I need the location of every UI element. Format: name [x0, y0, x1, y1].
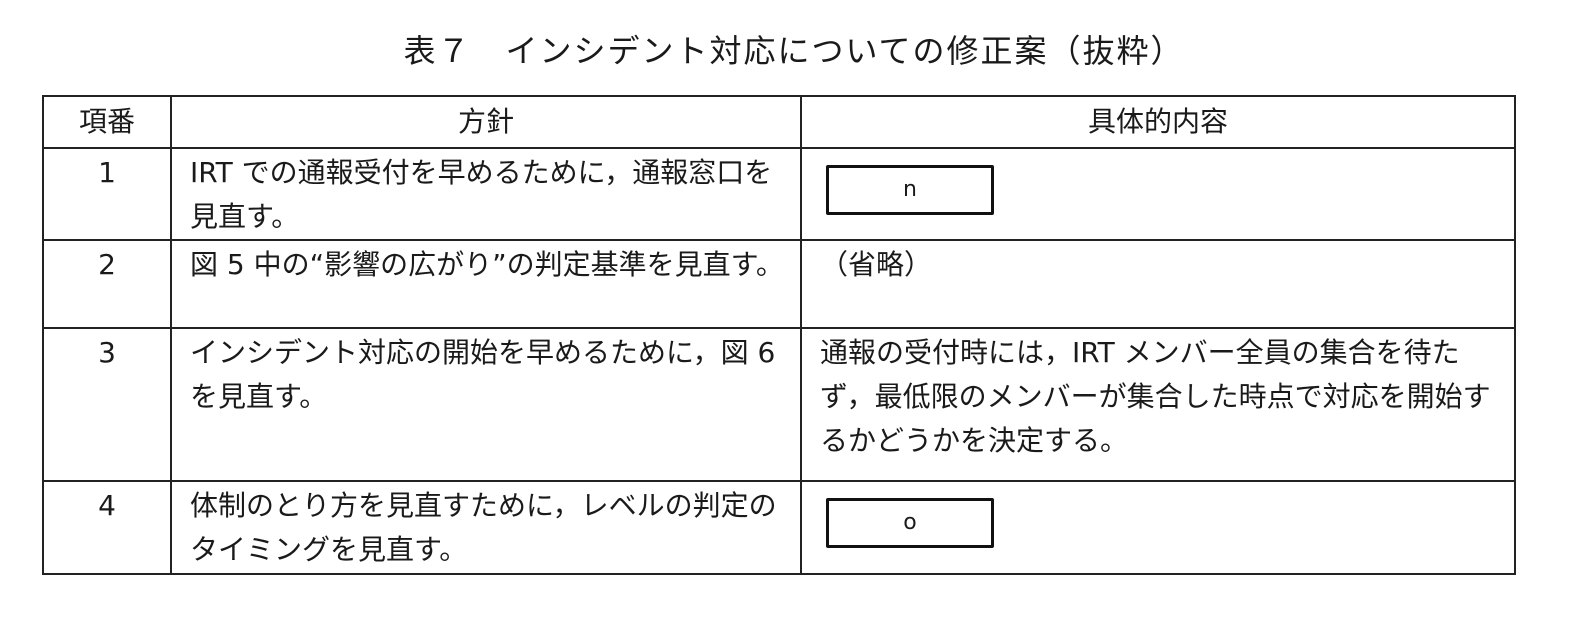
revision-table: 項番 方針 具体的内容 1 IRT での通報受付を早めるために，通報窓口を見直す…: [42, 95, 1516, 575]
row-number: 1: [42, 147, 172, 241]
header-policy: 方針: [170, 95, 802, 149]
row-number: 3: [42, 327, 172, 482]
answer-blank-n: n: [826, 165, 994, 215]
row-detail: o: [800, 480, 1516, 575]
row-number: 2: [42, 239, 172, 329]
table-row: 4 体制のとり方を見直すために，レベルの判定のタイミングを見直す。 o: [42, 480, 1516, 575]
answer-blank-o: o: [826, 498, 994, 548]
table-title: 表７ インシデント対応についての修正案（抜粋）: [403, 32, 1185, 70]
row-policy: 体制のとり方を見直すために，レベルの判定のタイミングを見直す。: [170, 480, 802, 575]
table-row: 1 IRT での通報受付を早めるために，通報窓口を見直す。 n: [42, 147, 1516, 241]
header-detail: 具体的内容: [800, 95, 1516, 149]
row-detail: n: [800, 147, 1516, 241]
row-detail: 通報の受付時には，IRT メンバー全員の集合を待たず，最低限のメンバーが集合した…: [800, 327, 1516, 482]
table-row: 2 図 5 中の“影響の広がり”の判定基準を見直す。 （省略）: [42, 239, 1516, 329]
row-policy: インシデント対応の開始を早めるために，図 6 を見直す。: [170, 327, 802, 482]
table-header-row: 項番 方針 具体的内容: [42, 95, 1516, 149]
row-number: 4: [42, 480, 172, 575]
table-row: 3 インシデント対応の開始を早めるために，図 6 を見直す。 通報の受付時には，…: [42, 327, 1516, 482]
row-policy: IRT での通報受付を早めるために，通報窓口を見直す。: [170, 147, 802, 241]
header-no: 項番: [42, 95, 172, 149]
row-policy: 図 5 中の“影響の広がり”の判定基準を見直す。: [170, 239, 802, 329]
row-detail: （省略）: [800, 239, 1516, 329]
